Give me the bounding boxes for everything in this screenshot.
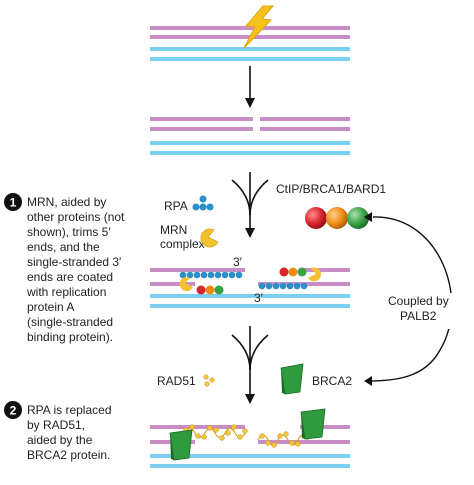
mrn-complex-bound-right (308, 267, 321, 282)
rad51-filament-left (183, 424, 248, 441)
rpa-coating-left (179, 271, 243, 279)
step-1-line: protein A (27, 300, 75, 314)
step-1-line: ends are coated (27, 270, 114, 284)
ctip-brca1-bard1-complex-icon (305, 207, 369, 229)
step-2-line: RPA is replaced (27, 403, 112, 417)
intact-dna-duplex (150, 26, 350, 61)
rad51-cluster-icon (203, 374, 215, 387)
rpa-label: RPA (164, 199, 188, 213)
palb2-coupling-arrow (364, 212, 453, 386)
palb2-label-backdrop (383, 293, 461, 329)
brca2-icon (280, 363, 304, 395)
svg-text:2: 2 (10, 404, 17, 418)
rpa-cluster-icon (192, 195, 214, 211)
step-1-line: binding protein). (27, 330, 114, 344)
rad51-label: RAD51 (157, 374, 196, 388)
three-prime-bottom-label: 3′ (254, 291, 264, 305)
step-2-line: by RAD51, (27, 418, 86, 432)
broken-dna-duplex (150, 117, 350, 155)
step-1-badge: 1 (4, 193, 22, 211)
step-1-line: MRN, aided by (27, 195, 107, 209)
step-1-line: (single-stranded (27, 315, 114, 329)
step-1-line: shown), trims 5′ (27, 225, 111, 239)
mrn-complex-icon (200, 228, 219, 248)
step-1-description: MRN, aided by other proteins (not shown)… (27, 195, 124, 345)
mrn-complex-label: complex (160, 237, 205, 251)
brca2-bound-left (169, 429, 193, 461)
step-2-description: RPA is replaced by RAD51, aided by the B… (27, 403, 112, 463)
rpa-coating-right (258, 282, 308, 290)
step-1-line: other proteins (not (27, 210, 125, 224)
mrn-label: MRN (160, 223, 187, 237)
lightning-bolt-icon (243, 5, 275, 49)
ctip-brca1-bard1-label: CtIP/BRCA1/BARD1 (276, 182, 386, 196)
converging-arrow (231, 172, 269, 238)
step-1-line: with replication (27, 285, 107, 299)
step-2-line: BRCA2 protein. (27, 448, 111, 462)
step-2-badge: 2 (4, 401, 22, 419)
ctip-complex-bound-left (196, 285, 224, 295)
step-2-line: aided by the (27, 433, 93, 447)
down-arrow-icon (245, 66, 255, 108)
step-1-line: ends, and the (27, 240, 100, 254)
coupled-by-label: Coupled by (388, 294, 449, 308)
three-prime-top-label: 3′ (233, 255, 243, 269)
brca2-bound-right (300, 408, 326, 440)
mrn-complex-bound-left (179, 277, 193, 292)
converging-arrow-2 (231, 326, 269, 404)
step-1-line: single-stranded 3′ (27, 255, 122, 269)
svg-text:1: 1 (10, 196, 17, 210)
palb2-label: PALB2 (400, 309, 437, 323)
brca2-label: BRCA2 (312, 374, 352, 388)
ctip-complex-bound-right (279, 267, 307, 277)
